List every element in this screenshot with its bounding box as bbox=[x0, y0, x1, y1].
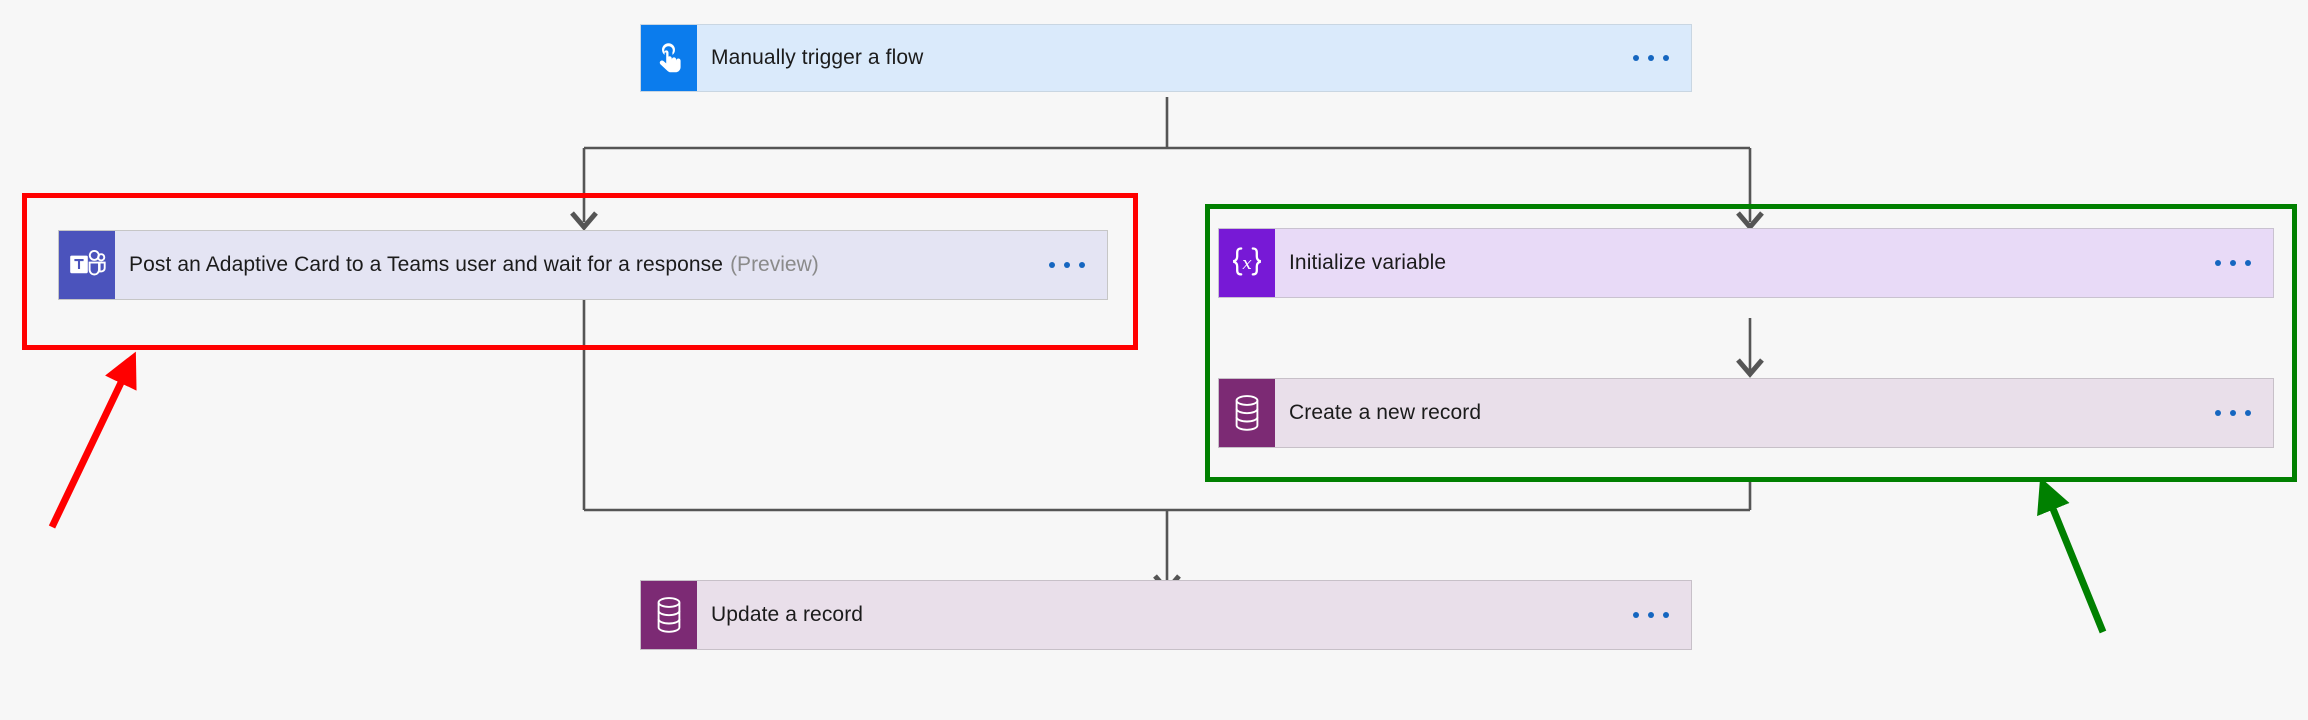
flow-node-label-group: Create a new record bbox=[1275, 379, 2197, 447]
ellipsis-dot bbox=[1663, 612, 1669, 618]
touch-hand-icon bbox=[641, 25, 697, 91]
preview-badge: (Preview) bbox=[730, 253, 819, 276]
flow-node-menu-button[interactable] bbox=[1615, 25, 1691, 91]
flow-node-manually-trigger-a-flow[interactable]: Manually trigger a flow bbox=[640, 24, 1692, 92]
database-cylinder-icon bbox=[641, 581, 697, 649]
ellipsis-dot bbox=[2230, 410, 2236, 416]
flow-node-menu-button[interactable] bbox=[2197, 379, 2273, 447]
ellipsis-dot bbox=[1633, 55, 1639, 61]
flow-node-title: Post an Adaptive Card to a Teams user an… bbox=[129, 253, 724, 276]
flow-node-title: Initialize variable bbox=[1289, 251, 1447, 274]
flow-node-initialize-variable[interactable]: x Initialize variable bbox=[1218, 228, 2274, 298]
flow-node-title: Manually trigger a flow bbox=[711, 46, 924, 69]
annotation-highlight-red bbox=[22, 193, 1138, 350]
ellipsis-dot bbox=[2245, 410, 2251, 416]
flow-node-label-group: Post an Adaptive Card to a Teams user an… bbox=[115, 231, 1031, 299]
database-cylinder-icon bbox=[1219, 379, 1275, 447]
ellipsis-dot bbox=[1648, 612, 1654, 618]
microsoft-teams-icon bbox=[59, 231, 115, 299]
flow-node-menu-button[interactable] bbox=[1615, 581, 1691, 649]
ellipsis-dot bbox=[1049, 262, 1055, 268]
variable-braces-x-icon: x bbox=[1219, 229, 1275, 297]
flow-node-post-adaptive-card-to-teams-user[interactable]: Post an Adaptive Card to a Teams user an… bbox=[58, 230, 1108, 300]
ellipsis-dot bbox=[1064, 262, 1070, 268]
flow-node-label-group: Update a record bbox=[697, 581, 1615, 649]
annotation-arrow-green bbox=[2037, 477, 2107, 634]
flow-node-menu-button[interactable] bbox=[1031, 231, 1107, 299]
svg-text:x: x bbox=[1242, 254, 1252, 274]
flow-node-create-a-new-record[interactable]: Create a new record bbox=[1218, 378, 2274, 448]
flow-node-title: Update a record bbox=[711, 603, 864, 626]
flow-node-menu-button[interactable] bbox=[2197, 229, 2273, 297]
ellipsis-dot bbox=[1663, 55, 1669, 61]
flow-node-label-group: Manually trigger a flow bbox=[697, 25, 1615, 91]
ellipsis-dot bbox=[1633, 612, 1639, 618]
flow-node-label-group: Initialize variable bbox=[1275, 229, 2197, 297]
ellipsis-dot bbox=[2215, 410, 2221, 416]
ellipsis-dot bbox=[2230, 260, 2236, 266]
ellipsis-dot bbox=[2245, 260, 2251, 266]
annotation-highlight-green bbox=[1205, 204, 2297, 482]
ellipsis-dot bbox=[2215, 260, 2221, 266]
ellipsis-dot bbox=[1079, 262, 1085, 268]
ellipsis-dot bbox=[1648, 55, 1654, 61]
flow-node-update-a-record[interactable]: Update a record bbox=[640, 580, 1692, 650]
annotation-arrow-red bbox=[48, 351, 137, 529]
flow-node-title: Create a new record bbox=[1289, 401, 1482, 424]
